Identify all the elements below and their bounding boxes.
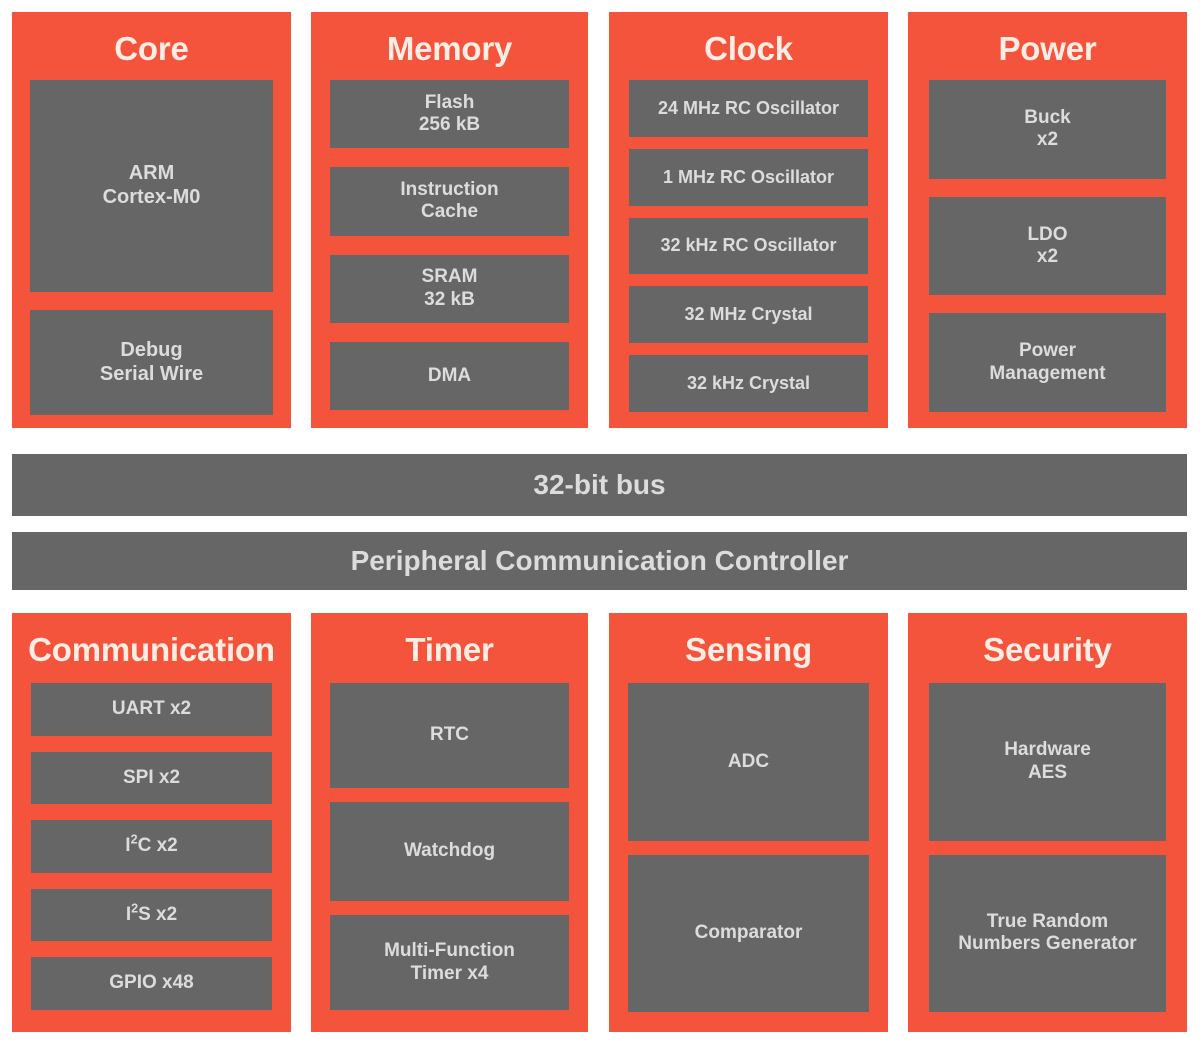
block-32khz-rc-oscillator[interactable]: 32 kHz RC Oscillator (629, 217, 868, 275)
block-power-management[interactable]: Power Management (929, 313, 1166, 413)
block-spi[interactable]: SPI x2 (31, 751, 272, 805)
group-blocks-sensing: ADC Comparator (609, 683, 888, 1032)
block-arm-cortex-m0[interactable]: ARM Cortex-M0 (30, 80, 273, 293)
block-line: True Random (986, 910, 1109, 932)
group-memory: Memory Flash 256 kB Instruction Cache SR… (311, 12, 588, 428)
block-32khz-crystal[interactable]: 32 kHz Crystal (629, 355, 868, 412)
block-ldo[interactable]: LDO x2 (929, 196, 1166, 296)
group-blocks-security: Hardware AES True Random Numbers Generat… (908, 683, 1187, 1032)
group-blocks-power: Buck x2 LDO x2 Power Management (908, 80, 1187, 428)
block-line: SPI x2 (122, 766, 181, 788)
group-security: Security Hardware AES True Random Number… (908, 613, 1187, 1032)
block-line: Cortex-M0 (102, 186, 201, 209)
block-adc[interactable]: ADC (628, 683, 869, 841)
block-line: ARM (128, 162, 175, 185)
group-title-core: Core (114, 30, 189, 67)
block-i2s[interactable]: I2S x2 (31, 888, 272, 942)
block-line: Hardware (1004, 739, 1091, 761)
group-timer: Timer RTC Watchdog Multi-Function Timer … (311, 613, 588, 1032)
block-line: Instruction (400, 178, 499, 200)
block-line: DMA (427, 364, 472, 386)
group-core: Core ARM Cortex-M0 Debug Serial Wire (12, 12, 291, 428)
block-i2c[interactable]: I2C x2 (31, 820, 272, 873)
block-line: Buck (1024, 106, 1071, 128)
block-line: UART x2 (111, 698, 192, 720)
block-32mhz-crystal[interactable]: 32 MHz Crystal (629, 286, 868, 344)
group-title-power: Power (998, 30, 1097, 67)
group-sensing: Sensing ADC Comparator (609, 613, 888, 1032)
block-multi-function-timer[interactable]: Multi-Function Timer x4 (330, 915, 569, 1011)
block-line: Serial Wire (99, 362, 204, 385)
group-blocks-clock: 24 MHz RC Oscillator 1 MHz RC Oscillator… (609, 80, 888, 428)
block-line: 32 kHz Crystal (686, 372, 811, 393)
block-gpio[interactable]: GPIO x48 (31, 957, 272, 1010)
block-rtc[interactable]: RTC (330, 683, 569, 789)
block-line: Management (989, 362, 1106, 384)
group-blocks-memory: Flash 256 kB Instruction Cache SRAM 32 k… (311, 80, 588, 428)
group-title-memory: Memory (386, 30, 513, 67)
group-blocks-timer: RTC Watchdog Multi-Function Timer x4 (311, 683, 588, 1032)
group-clock: Clock 24 MHz RC Oscillator 1 MHz RC Osci… (609, 12, 888, 428)
block-line: Power (1018, 340, 1077, 362)
block-line: GPIO x48 (109, 972, 194, 994)
group-title-sensing: Sensing (685, 631, 812, 668)
block-line: Timer x4 (410, 962, 489, 984)
block-buck[interactable]: Buck x2 (929, 80, 1166, 179)
block-line: 32 kHz RC Oscillator (660, 235, 837, 256)
block-sram[interactable]: SRAM 32 kB (330, 254, 569, 323)
group-power: Power Buck x2 LDO x2 Power Management (908, 12, 1187, 428)
group-blocks-communication: UART x2 SPI x2 I2C x2 I2S x2 GPIO x48 (12, 683, 291, 1032)
block-line: 32 kB (424, 288, 475, 310)
block-line: Cache (420, 201, 479, 223)
block-debug-serial-wire[interactable]: Debug Serial Wire (30, 310, 273, 415)
block-uart[interactable]: UART x2 (31, 683, 272, 736)
block-line: Multi-Function (384, 940, 515, 962)
block-line: Numbers Generator (958, 933, 1137, 955)
block-line: 24 MHz RC Oscillator (657, 97, 840, 118)
block-line: LDO (1027, 223, 1068, 245)
block-line: x2 (1036, 129, 1059, 151)
block-line: 256 kB (418, 114, 481, 136)
block-line: x2 (1036, 246, 1059, 267)
block-line: ADC (727, 750, 770, 772)
block-line: SRAM (421, 266, 478, 288)
block-line: 1 MHz RC Oscillator (662, 166, 835, 187)
block-dma[interactable]: DMA (330, 341, 569, 410)
block-1mhz-rc-oscillator[interactable]: 1 MHz RC Oscillator (629, 148, 868, 206)
group-title-security: Security (983, 631, 1112, 668)
block-line: Debug (120, 338, 183, 361)
block-line: Watchdog (403, 840, 496, 862)
bus-peripheral-communication-controller[interactable]: Peripheral Communication Controller (12, 532, 1187, 590)
block-line: Flash (424, 91, 475, 113)
group-communication: Communication UART x2 SPI x2 I2C x2 I2S … (12, 613, 291, 1032)
block-line: Comparator (694, 922, 803, 944)
block-flash[interactable]: Flash 256 kB (330, 80, 569, 149)
block-watchdog[interactable]: Watchdog (330, 802, 569, 902)
block-line: I2C x2 (125, 832, 178, 857)
bus-32-bit-bus[interactable]: 32-bit bus (12, 454, 1187, 516)
group-title-timer: Timer (405, 631, 494, 668)
block-true-random-numbers-generator[interactable]: True Random Numbers Generator (929, 854, 1166, 1012)
group-blocks-core: ARM Cortex-M0 Debug Serial Wire (12, 80, 291, 428)
group-title-clock: Clock (704, 30, 793, 67)
block-24mhz-rc-oscillator[interactable]: 24 MHz RC Oscillator (629, 80, 868, 137)
block-hardware-aes[interactable]: Hardware AES (929, 683, 1166, 841)
block-comparator[interactable]: Comparator (628, 854, 869, 1012)
block-line: RTC (429, 724, 470, 746)
block-instruction-cache[interactable]: Instruction Cache (330, 167, 569, 236)
block-line: I2S x2 (125, 901, 178, 925)
group-title-communication: Communication (28, 631, 275, 668)
block-line: 32 MHz Crystal (684, 304, 813, 325)
block-line: AES (1027, 761, 1068, 783)
